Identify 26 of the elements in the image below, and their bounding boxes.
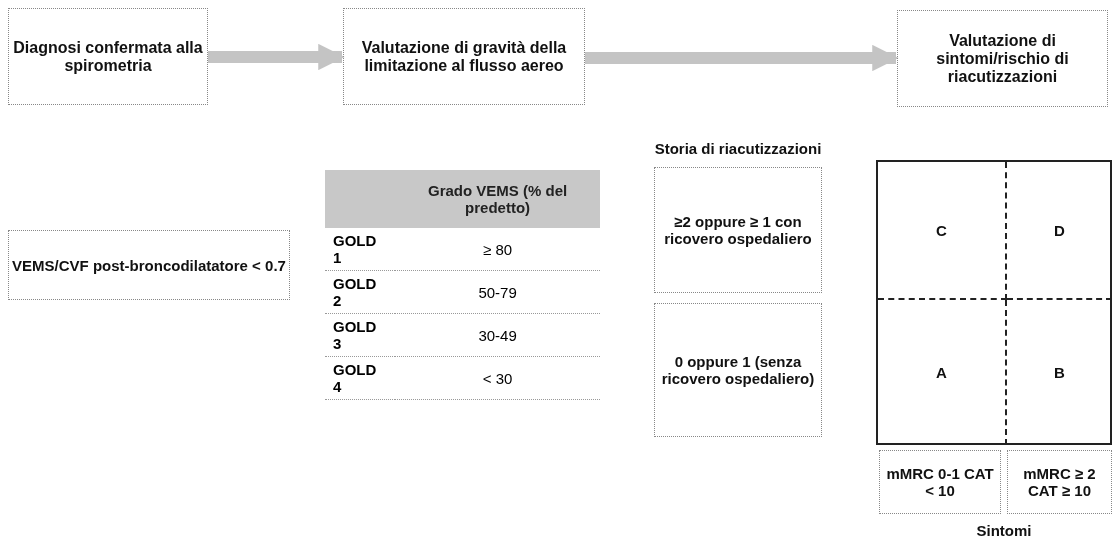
- text-box: mMRC 0-1 CAT < 10: [879, 450, 1001, 514]
- table-cell: 50-79: [395, 270, 600, 314]
- table-header-cell: Grado VEMS (% del predetto): [395, 170, 600, 228]
- table-cell: ≥ 80: [395, 228, 600, 271]
- quadrant-cell: C: [878, 162, 1007, 300]
- quadrant-cell: A: [878, 300, 1007, 445]
- text-box: 0 oppure 1 (senza ricovero ospedaliero): [654, 303, 822, 437]
- table-cell: GOLD 2: [325, 270, 396, 314]
- quadrant-cell: D: [1007, 162, 1112, 300]
- table-cell: GOLD 3: [325, 313, 396, 357]
- text-box: VEMS/CVF post-broncodilatatore < 0.7: [8, 230, 290, 300]
- arrow: [208, 43, 345, 71]
- table-cell: 30-49: [395, 313, 600, 357]
- table-cell: < 30: [395, 356, 600, 400]
- axis-title: Sintomi: [975, 522, 1033, 539]
- text-box: mMRC ≥ 2 CAT ≥ 10: [1007, 450, 1112, 514]
- arrow: [585, 44, 899, 72]
- quadrant-grid: [876, 160, 1112, 445]
- quadrant-cell: B: [1007, 300, 1112, 445]
- text-box: Diagnosi confermata alla spirometria: [8, 8, 208, 105]
- text-box: Valutazione di gravità della limitazione al flusso aereo: [343, 8, 585, 105]
- text-box: Valutazione di sintomi/rischio di riacutizzazioni: [897, 10, 1108, 107]
- table-cell: GOLD 1: [325, 228, 396, 271]
- table-cell: GOLD 4: [325, 356, 396, 400]
- text-box: ≥2 oppure ≥ 1 con ricovero ospedaliero: [654, 167, 822, 293]
- column-heading: Storia di riacutizzazioni: [654, 140, 822, 157]
